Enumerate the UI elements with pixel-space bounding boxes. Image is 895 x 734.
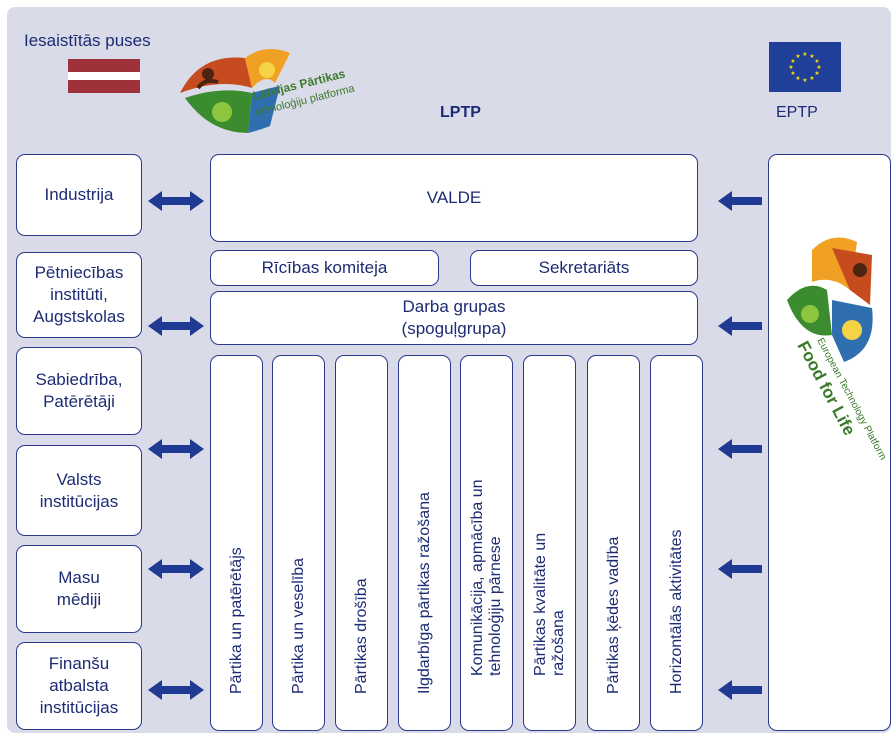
group-label: Pārtikas drošība [352,578,370,694]
svg-text:★: ★ [802,51,807,58]
stakeholder-industry: Industrija [16,154,142,236]
double-arrow-icon [148,439,204,459]
eptp-label: EPTP [776,104,818,121]
svg-text:★: ★ [802,77,807,84]
food-for-life-logo: Food for Life European Technology Platfo… [787,237,887,462]
group-column: Komunikācija, apmācība un tehnoloģiju pā… [460,355,513,731]
working-groups-box: Darba grupas (spoguļgrupa) [210,291,698,345]
svg-text:★: ★ [790,58,795,65]
double-arrow-icon [148,316,204,336]
group-label: Pārtika un veselība [289,557,307,694]
svg-text:★: ★ [790,70,795,77]
latvia-flag-icon [68,59,140,93]
left-arrow-icon [718,316,762,336]
eu-flag-icon: ★★★ ★★★ ★★★ ★★★ [769,42,841,92]
group-column: Pārtika un veselība [272,355,325,731]
group-column: Pārtikas drošība [335,355,388,731]
stakeholder-research: Pētniecības institūti, Augstskolas [16,252,142,338]
group-label: Komunikācija, apmācība un tehnoloģiju pā… [468,479,504,676]
left-arrow-icon [718,191,762,211]
double-arrow-icon [148,559,204,579]
stakeholder-society: Sabiedrība, Patērētāji [16,347,142,435]
group-column: Ilgdarbīga pārtikas ražošana [398,355,451,731]
stakeholder-state: Valsts institūcijas [16,445,142,536]
svg-text:★: ★ [795,53,800,60]
stakeholder-finance: Finanšu atbalsta institūcijas [16,642,142,730]
svg-text:★: ★ [809,75,814,82]
left-arrow-icon [718,439,762,459]
double-arrow-icon [148,191,204,211]
group-label: Pārtikas kvalitāte un ražošana [531,532,567,676]
svg-text:★: ★ [816,64,821,71]
group-column: Pārtikas ķēdes vadība [587,355,640,731]
action-committee-box: Rīcības komiteja [210,250,439,286]
svg-text:★: ★ [814,58,819,65]
group-column: Pārtikas kvalitāte un ražošana [523,355,576,731]
group-label: Horizontālās aktivitātes [667,529,685,694]
double-arrow-icon [148,680,204,700]
svg-text:★: ★ [788,64,793,71]
left-arrow-icon [718,559,762,579]
group-column: Horizontālās aktivitātes [650,355,703,731]
lptp-logo: Latvijas Pārtikas tehnoloģiju platforma [180,49,357,133]
group-label: Ilgdarbīga pārtikas ražošana [415,492,433,694]
group-column: Pārtika un patērētājs [210,355,263,731]
left-arrow-icon [718,680,762,700]
working-groups-title: Darba grupas [402,297,506,316]
secretariat-box: Sekretariāts [470,250,698,286]
group-label: Pārtikas ķēdes vadība [604,536,622,694]
working-groups-subtitle: (spoguļgrupa) [401,319,507,338]
stakeholders-title: Iesaistītās puses [24,31,151,50]
group-label: Pārtika un patērētājs [227,547,245,694]
board-box: VALDE [210,154,698,242]
stakeholder-media: Masu mēdiji [16,545,142,633]
svg-text:★: ★ [795,75,800,82]
svg-text:★: ★ [809,53,814,60]
lptp-label: LPTP [440,104,481,121]
svg-text:★: ★ [814,70,819,77]
